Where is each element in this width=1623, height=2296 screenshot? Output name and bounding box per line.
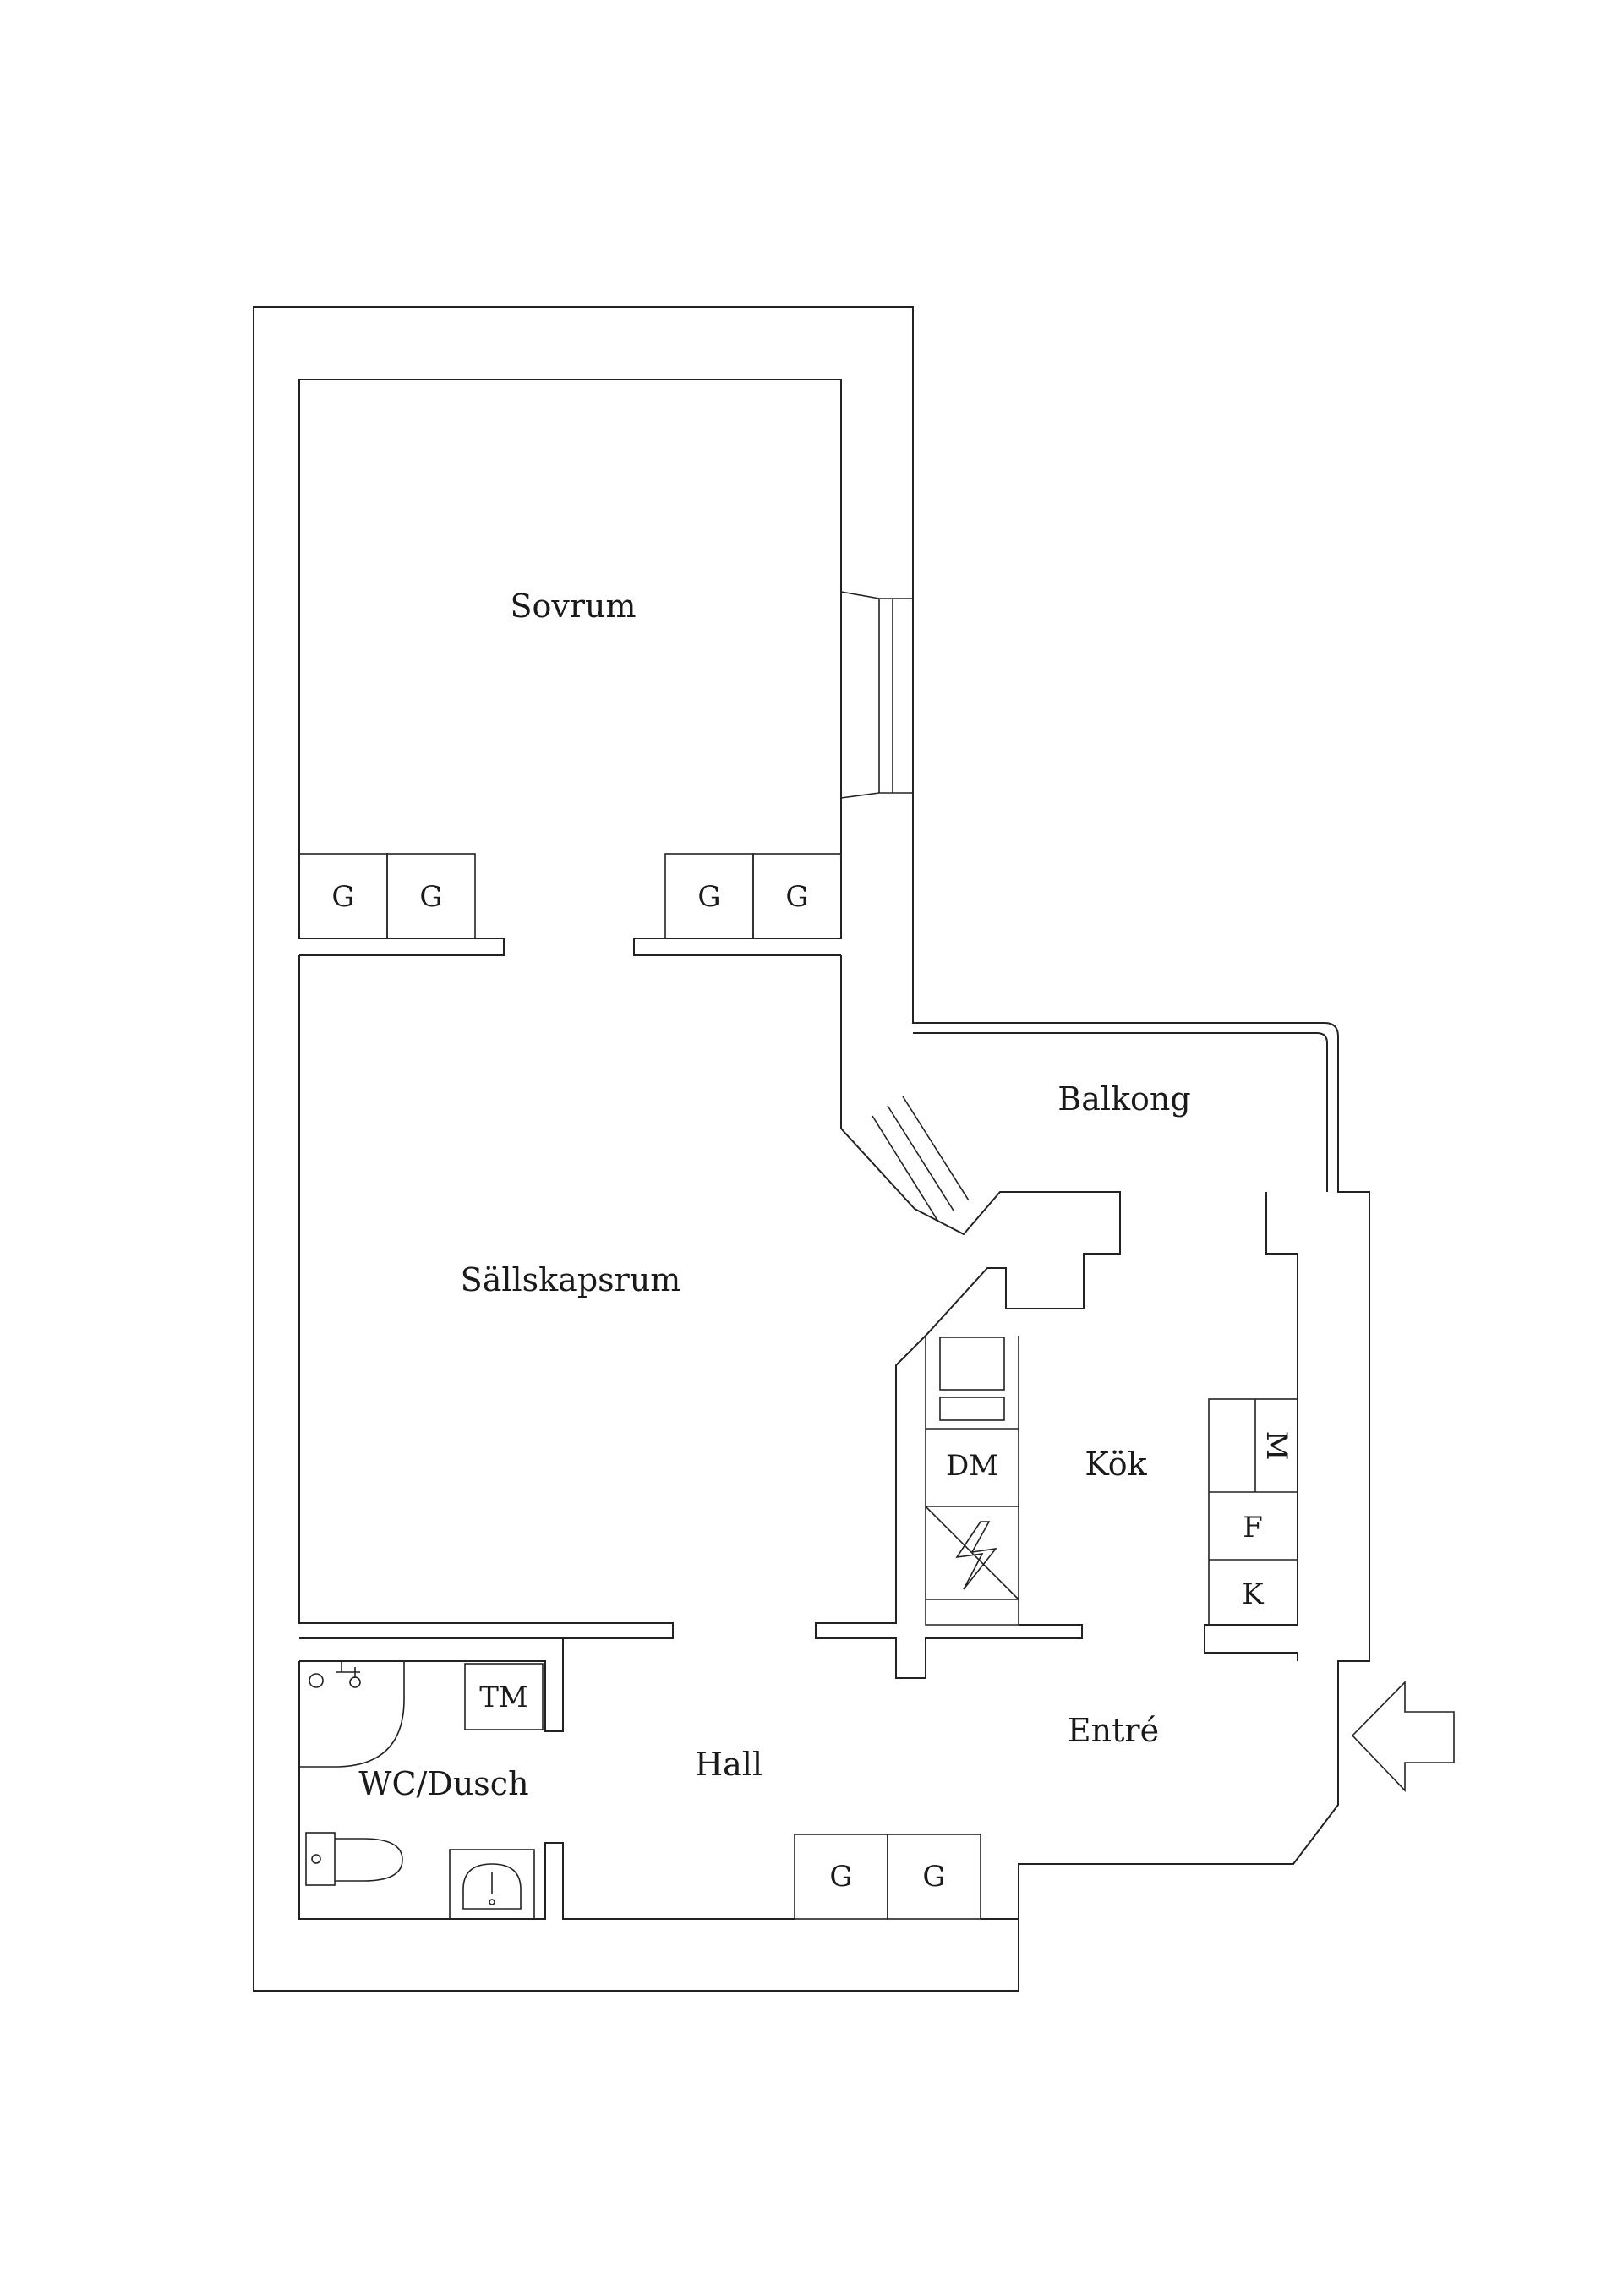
- label-wardrobe-5: G: [829, 1860, 852, 1894]
- label-hall: Hall: [695, 1746, 762, 1783]
- bedroom-wardrobe-left: [298, 853, 476, 939]
- label-wardrobe-2: G: [419, 880, 442, 914]
- label-balcony: Balkong: [1057, 1080, 1190, 1118]
- balcony-railing: [913, 1032, 1328, 1192]
- kitchen-counter-left: [925, 1336, 1019, 1626]
- kitchen-counter-right: [1208, 1398, 1298, 1626]
- washing-machine: [464, 1663, 544, 1730]
- bedroom-wardrobe-right: [664, 853, 842, 939]
- bathroom-wall: [299, 1638, 564, 1732]
- electrical-panel-icon: [925, 1506, 1019, 1600]
- living-room-window: [872, 1096, 970, 1222]
- toilet-icon: [305, 1832, 403, 1886]
- label-washing-machine: TM: [479, 1681, 528, 1714]
- label-dishwasher: DM: [946, 1449, 998, 1483]
- label-freezer: F: [1243, 1511, 1263, 1544]
- hall-wardrobe: [794, 1834, 981, 1920]
- label-entrance: Entré: [1068, 1712, 1159, 1749]
- shower: [299, 1661, 405, 1768]
- label-bedroom: Sovrum: [510, 588, 636, 625]
- label-wardrobe-4: G: [785, 880, 808, 914]
- shower-drain: [309, 1673, 324, 1688]
- living-room-wall: [298, 955, 674, 1639]
- label-living-room: Sällskapsrum: [461, 1261, 681, 1298]
- washbasin-icon: [449, 1849, 535, 1920]
- outer-wall: [253, 306, 1370, 1992]
- living-room-wall-right: [815, 955, 1121, 1679]
- bedroom-wall: [298, 379, 842, 956]
- label-microwave: M: [1260, 1431, 1293, 1461]
- label-wardrobe-1: G: [331, 880, 354, 914]
- label-bathroom: WC/Dusch: [358, 1765, 528, 1802]
- bedroom-window: [840, 591, 913, 799]
- label-fridge: K: [1242, 1577, 1264, 1611]
- label-wardrobe-3: G: [697, 880, 720, 914]
- shower-head-icon: [336, 1661, 361, 1688]
- label-kitchen: Kök: [1085, 1446, 1147, 1483]
- entrance-arrow-icon: [1351, 1681, 1455, 1792]
- bathroom-wall-lower: [298, 1661, 795, 1920]
- label-wardrobe-6: G: [922, 1860, 945, 1894]
